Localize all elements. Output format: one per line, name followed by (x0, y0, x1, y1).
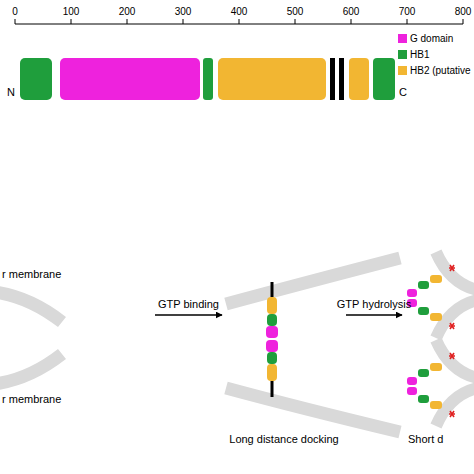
scale-number: 700 (399, 5, 416, 18)
g-domain (407, 377, 417, 385)
hb1-domain (267, 352, 277, 364)
terminus-label: N (7, 86, 15, 99)
hb1-domain (267, 314, 277, 326)
scale-number: 500 (287, 5, 304, 18)
legend-swatch (398, 34, 407, 43)
membranes-middle (226, 258, 400, 432)
hb1-domain (418, 307, 429, 315)
scale-tick (127, 19, 128, 24)
scale-tick (351, 19, 352, 24)
g-domain (266, 326, 278, 338)
arrow-label: GTP binding (158, 298, 219, 311)
stage-panel: Short d (402, 250, 474, 450)
short-docking-upper (407, 252, 474, 338)
hb1-domain (203, 58, 213, 100)
legend-swatch (398, 66, 407, 75)
terminus-label: C (399, 86, 407, 99)
scale-tick (295, 19, 296, 24)
asterisk-mark (449, 265, 455, 329)
scale-tick (15, 19, 16, 24)
transmembrane-segment (330, 58, 335, 100)
hb2-domain (218, 58, 326, 100)
g-domain (407, 387, 417, 395)
legend-swatch (398, 50, 407, 59)
scale-tick (183, 19, 184, 24)
membrane-band (0, 354, 62, 384)
scale-tick (463, 19, 464, 24)
stage-panel: r membrane r membrane (0, 262, 155, 422)
hb2-domain (430, 401, 442, 409)
scale-number: 300 (175, 5, 192, 18)
asterisk-mark (449, 353, 455, 417)
membrane-anchor (271, 381, 274, 397)
hb2-domain (267, 297, 277, 314)
scale-number: 0 (12, 5, 18, 18)
scale-tick (239, 19, 240, 24)
hb2-domain (430, 363, 442, 371)
membrane-band (436, 252, 474, 290)
scale-number: 100 (63, 5, 80, 18)
membrane-anchor (271, 282, 274, 297)
scale-bar (15, 19, 463, 24)
hb1-domain (418, 369, 429, 377)
scale-number: 800 (455, 5, 472, 18)
short-docking-lower (407, 340, 474, 426)
membranes-left (0, 292, 62, 384)
process-arrow (155, 314, 222, 316)
membrane-band (0, 292, 62, 322)
membrane-band (226, 258, 400, 304)
scale-number: 600 (343, 5, 360, 18)
legend-text: HB1 (410, 48, 429, 61)
stage-label: Long distance docking (222, 433, 346, 446)
arrow-label: GTP hydrolysis (337, 298, 411, 311)
hb1-domain (20, 58, 52, 100)
hb1-domain (418, 395, 429, 403)
scale-number: 200 (119, 5, 136, 18)
stage-label: r membrane (2, 393, 61, 406)
hb2-domain (430, 275, 442, 283)
transmembrane-segment (339, 58, 344, 100)
stage-label: Short d (408, 433, 443, 446)
hb1-domain (373, 58, 395, 100)
hb1-domain (418, 281, 429, 289)
scale-tick (407, 19, 408, 24)
hb2-domain (267, 364, 277, 381)
process-arrow (346, 314, 402, 316)
scale-number: 400 (231, 5, 248, 18)
stage-panel: Long distance docking (222, 255, 346, 455)
scale-tick (71, 19, 72, 24)
hb2-domain (349, 58, 369, 100)
g-domain (407, 289, 417, 297)
protein-dimer-extended (266, 282, 278, 397)
hb2-domain (430, 313, 442, 321)
g-domain (266, 340, 278, 352)
legend-text: G domain (410, 32, 453, 45)
stage-label: r membrane (2, 268, 61, 281)
membrane-band (226, 388, 400, 432)
g-domain (60, 58, 200, 100)
membrane-band (436, 340, 474, 378)
domain-bar (20, 58, 395, 100)
legend-text: HB2 (putative (410, 64, 471, 77)
